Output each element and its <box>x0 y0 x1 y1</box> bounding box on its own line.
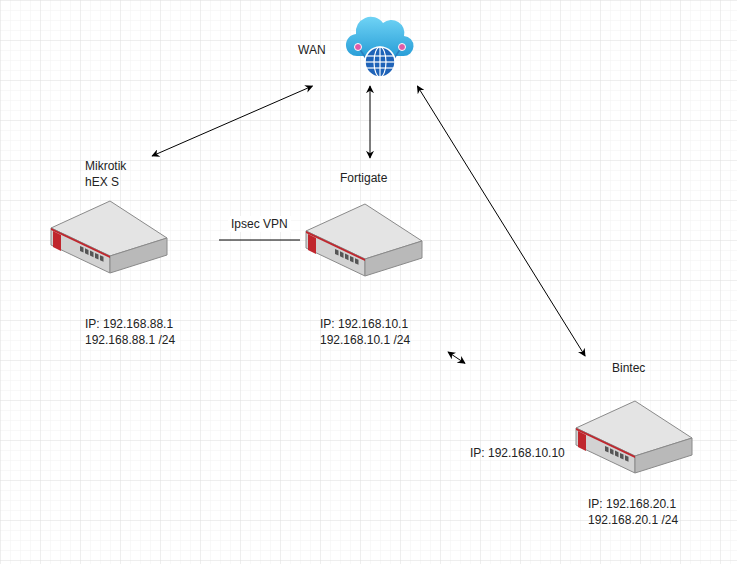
device-port <box>615 451 619 458</box>
device-name: WAN <box>298 42 326 58</box>
globe <box>365 47 395 77</box>
ip-address: IP: 192.168.20.1 192.168.20.1 /24 <box>588 496 718 528</box>
device-port <box>350 256 354 263</box>
router-icon <box>575 400 695 476</box>
device-port <box>335 249 339 256</box>
router-icon <box>305 203 425 279</box>
link-label: Ipsec VPN <box>228 216 291 232</box>
globe-line <box>365 61 395 62</box>
network-link <box>152 86 312 156</box>
device-port <box>625 455 629 462</box>
device-port <box>80 246 84 253</box>
device-name: Fortigate <box>340 170 387 186</box>
device-port <box>610 448 614 455</box>
network-link <box>417 86 585 356</box>
device-side <box>365 241 422 276</box>
network-link <box>370 86 371 158</box>
ip-address: IP: 192.168.10.1 192.168.10.1 /24 <box>320 316 450 348</box>
device-front <box>306 231 365 276</box>
device-port <box>95 253 99 260</box>
cloud-dot <box>355 44 362 51</box>
router-icon <box>50 200 170 276</box>
cloud-icon <box>343 10 417 82</box>
device-port <box>90 251 94 258</box>
router-device: BintecIP: 192.168.10.10IP: 192.168.20.1 … <box>465 356 722 532</box>
device-side <box>635 438 692 473</box>
device-front <box>576 428 635 473</box>
device-port <box>620 453 624 460</box>
device-port <box>605 446 609 453</box>
device-port <box>345 254 349 261</box>
device-port <box>340 251 344 258</box>
device-name: Mikrotik hEX S <box>85 158 145 190</box>
globe-line <box>366 55 393 56</box>
device-port <box>100 255 104 262</box>
ip-address: IP: 192.168.10.10 <box>470 445 565 461</box>
device-name: Bintec <box>612 360 645 376</box>
network-link <box>448 352 465 363</box>
ip-address: IP: 192.168.88.1 192.168.88.1 /24 <box>85 316 215 348</box>
device-stripe <box>51 228 110 258</box>
device-side <box>110 238 167 273</box>
device-port <box>355 258 359 265</box>
device-port <box>85 248 89 255</box>
globe-line <box>366 67 393 68</box>
device-stripe <box>576 428 635 458</box>
vpn-link <box>219 240 300 241</box>
network-cloud: WAN <box>292 10 421 86</box>
router-device: FortigateIP: 192.168.10.1 192.168.10.1 /… <box>300 158 454 352</box>
device-front <box>51 228 110 273</box>
device-stripe <box>306 231 365 261</box>
cloud-dot <box>399 44 406 51</box>
router-device: Mikrotik hEX S IP: 192.168.88.1 192.168.8… <box>45 156 219 352</box>
